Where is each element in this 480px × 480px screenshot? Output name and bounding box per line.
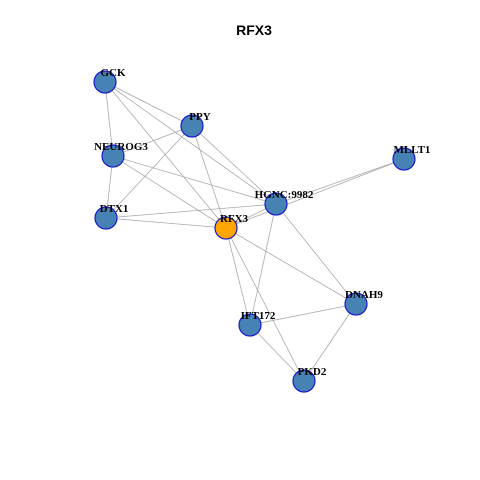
node-rfx3 xyxy=(214,216,238,240)
node-mllt1 xyxy=(392,147,416,171)
label-layer: GCK PPY NEUROG3 MLLT1HGNC:9982DTX1RFX3DNAH9… xyxy=(94,67,430,378)
edge-ppy-dtx1 xyxy=(105,125,193,219)
edge-rfx3-mllt1 xyxy=(225,158,405,229)
node-label-dnah9: DNAH9 xyxy=(345,289,383,301)
edge-dtx1-rfx3 xyxy=(105,217,227,229)
edge-gck-hgnc9982 xyxy=(104,81,277,205)
edge-dnah9-pkd2 xyxy=(303,303,357,382)
edge-hgnc9982-ift172 xyxy=(249,203,277,326)
node-pkd2 xyxy=(292,369,316,393)
node-label-neurog3: NEUROG3 xyxy=(94,141,148,153)
node-label-ift172: IFT172 xyxy=(241,310,276,322)
node-label-ppy: PPY xyxy=(189,111,210,123)
node-layer xyxy=(93,70,416,393)
node-label-pkd2: PKD2 xyxy=(298,366,327,378)
node-label-rfx3: RFX3 xyxy=(220,213,249,225)
edge-neurog3-rfx3 xyxy=(112,155,227,229)
edge-gck-neurog3 xyxy=(104,81,114,157)
edge-hgnc9982-mllt1 xyxy=(275,158,405,205)
edge-layer xyxy=(104,81,405,382)
edge-rfx3-dnah9 xyxy=(225,227,357,305)
graph-title: RFX3 xyxy=(236,22,272,38)
node-dnah9 xyxy=(344,292,368,316)
edge-gck-rfx3 xyxy=(104,81,227,229)
edge-ift172-dnah9 xyxy=(249,303,357,326)
edge-ift172-pkd2 xyxy=(249,324,305,382)
edge-ppy-rfx3 xyxy=(191,125,227,229)
edge-gck-ppy xyxy=(104,81,193,127)
node-label-hgnc9982: HGNC:9982 xyxy=(255,189,314,201)
node-dtx1 xyxy=(94,206,118,230)
edge-dtx1-hgnc9982 xyxy=(105,203,277,219)
node-hgnc9982 xyxy=(264,192,288,216)
node-gck xyxy=(93,70,117,94)
edge-rfx3-ift172 xyxy=(225,227,251,326)
edge-hgnc9982-dnah9 xyxy=(275,203,357,305)
node-neurog3 xyxy=(101,144,125,168)
edge-rfx3-pkd2 xyxy=(225,227,305,382)
node-label-gck: GCK xyxy=(100,67,126,79)
edge-ppy-hgnc9982 xyxy=(191,125,277,205)
node-label-mllt1: MLLT1 xyxy=(394,144,431,156)
edge-neurog3-hgnc9982 xyxy=(112,155,277,205)
node-ift172 xyxy=(238,313,262,337)
edge-ppy-neurog3 xyxy=(112,125,193,157)
node-label-dtx1: DTX1 xyxy=(100,203,129,215)
node-ppy xyxy=(180,114,204,138)
